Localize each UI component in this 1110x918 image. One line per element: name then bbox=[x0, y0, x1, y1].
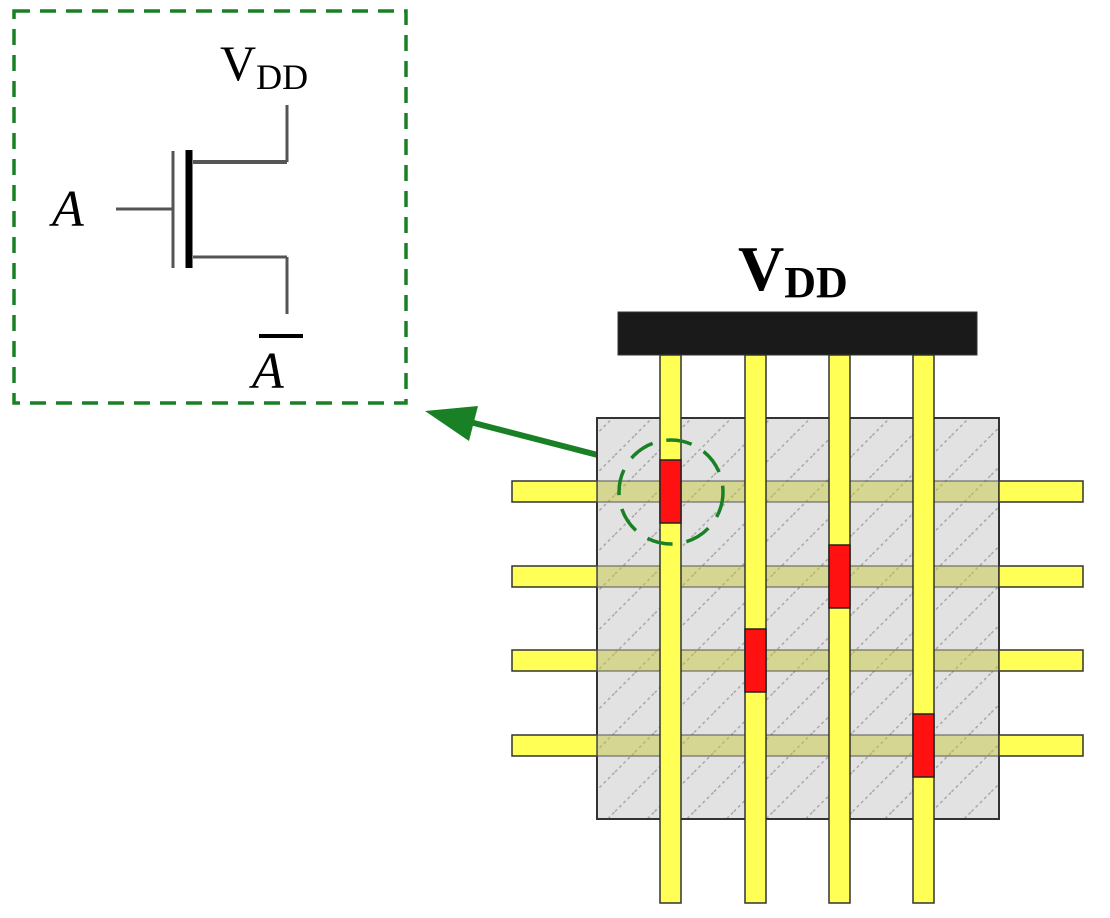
switches bbox=[659, 459, 935, 778]
switch-col3-row2 bbox=[828, 544, 851, 609]
column-wire bbox=[912, 354, 935, 904]
row-wire bbox=[511, 480, 1084, 503]
arrowhead-icon bbox=[425, 406, 478, 441]
inset-panel: VDD A A bbox=[12, 9, 408, 405]
row-wire bbox=[511, 565, 1084, 588]
output-label: A bbox=[249, 343, 284, 400]
row-wire bbox=[511, 734, 1084, 757]
zoom-arrow bbox=[425, 406, 618, 463]
row-wires bbox=[511, 480, 1084, 757]
gate-label: A bbox=[49, 181, 84, 238]
inset-border bbox=[12, 9, 408, 405]
transistor-symbol-icon bbox=[116, 105, 289, 314]
highlight-circle bbox=[617, 438, 725, 546]
switch-col4-row4 bbox=[912, 713, 935, 778]
substrate bbox=[596, 417, 1000, 820]
inset-vdd-label: VDD bbox=[220, 35, 308, 97]
array-vdd-label: VDD bbox=[738, 233, 848, 307]
column-wire bbox=[828, 354, 851, 904]
switch-col1-row1 bbox=[659, 459, 682, 524]
switch-col2-row3 bbox=[744, 628, 767, 693]
crossbar-array: VDD bbox=[511, 233, 1084, 904]
row-wire bbox=[511, 649, 1084, 672]
vdd-rail bbox=[617, 311, 978, 356]
column-wire bbox=[659, 354, 682, 904]
